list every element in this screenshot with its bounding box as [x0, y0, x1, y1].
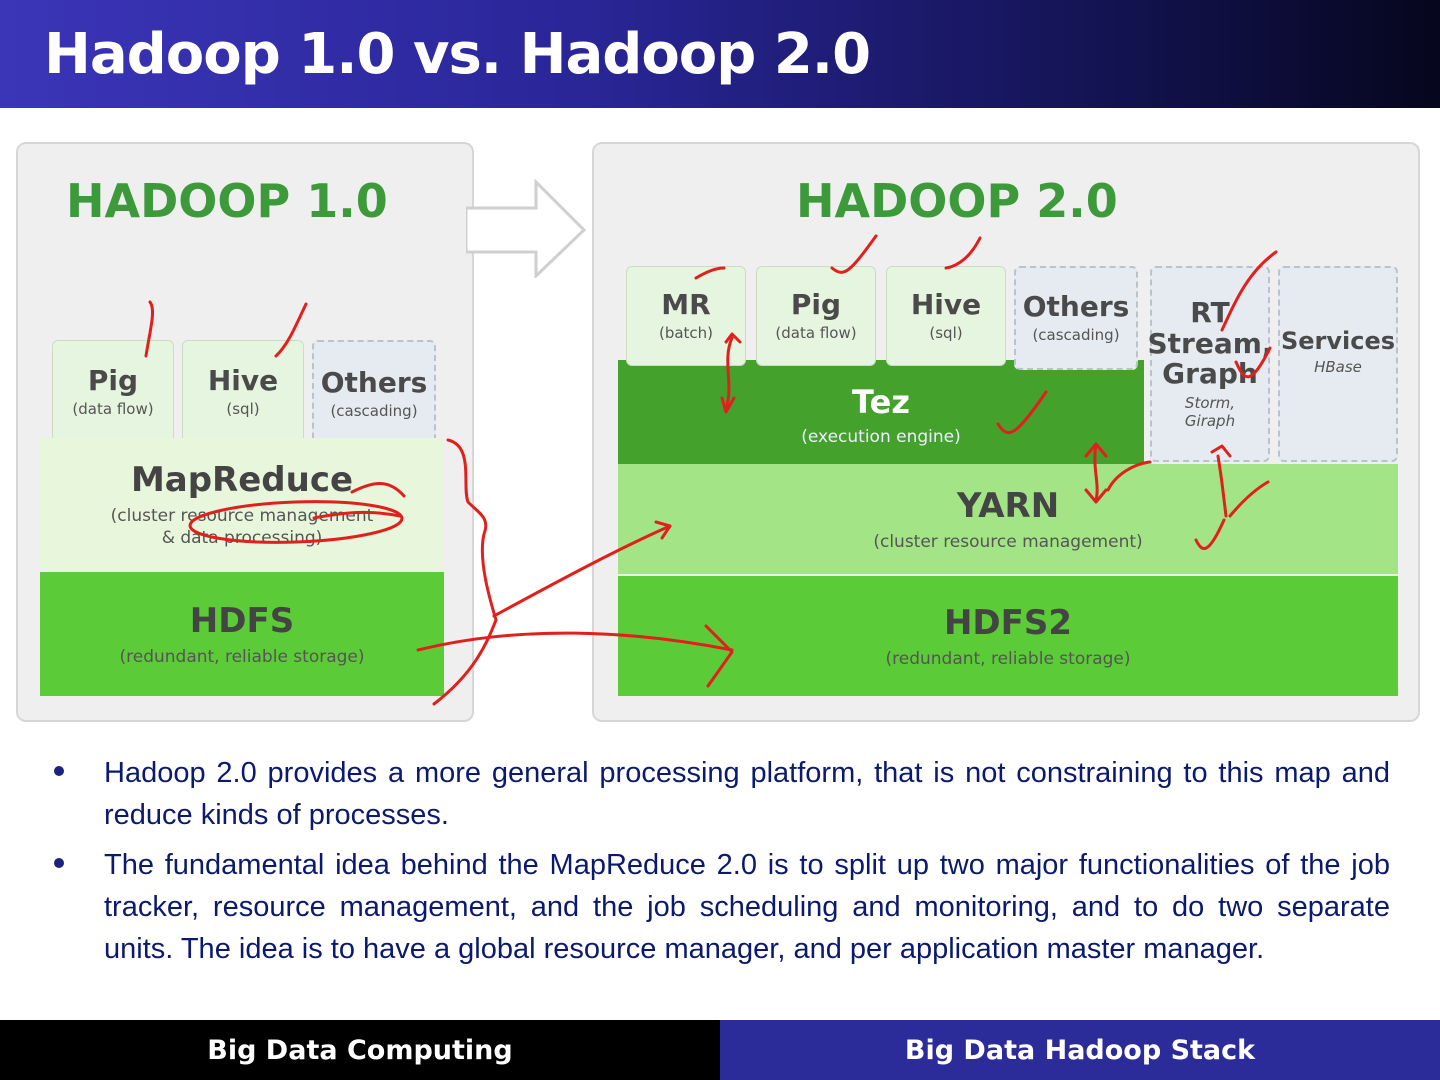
layer-sub: (execution engine): [801, 427, 961, 447]
bullet-dot: [54, 858, 64, 868]
app-sub: (cascading): [330, 402, 418, 421]
hadoop2-app-mr: MR (batch): [626, 266, 746, 366]
layer-name: MapReduce: [130, 460, 354, 500]
app-name: Others: [1022, 289, 1130, 323]
layer-name: YARN: [956, 486, 1060, 526]
bullet-item: The fundamental idea behind the MapReduc…: [54, 844, 1390, 970]
hadoop2-app-pig: Pig (data flow): [756, 266, 876, 366]
services-sub: HBase: [1314, 358, 1362, 377]
hadoop2-rt-stream-graph: RT Stream, Graph Storm, Giraph: [1147, 266, 1273, 462]
layer-name: Tez: [852, 383, 910, 421]
hadoop1-hdfs-layer: HDFS (redundant, reliable storage): [40, 572, 444, 696]
app-name: MR: [661, 287, 711, 321]
rt-line-3: Graph: [1162, 357, 1258, 391]
app-sub: (batch): [658, 324, 714, 343]
hadoop2-title: HADOOP 2.0: [796, 174, 1118, 228]
hadoop1-app-others: Others (cascading): [312, 340, 436, 448]
app-sub: (sql): [929, 324, 963, 343]
layer-sub: (cluster resource management): [873, 532, 1143, 552]
hadoop2-hdfs2-layer: HDFS2 (redundant, reliable storage): [618, 576, 1398, 696]
bullet-list: Hadoop 2.0 provides a more general proce…: [54, 752, 1390, 978]
app-name: Pig: [87, 363, 139, 397]
app-sub: (data flow): [72, 400, 154, 419]
hadoop2-services: Services HBase: [1278, 266, 1398, 462]
transition-arrow: [466, 178, 587, 278]
hadoop2-yarn-layer: YARN (cluster resource management): [618, 464, 1398, 574]
layer-sub: (redundant, reliable storage): [119, 647, 365, 667]
rt-sub-2: Giraph: [1184, 412, 1236, 431]
hadoop2-app-hive: Hive (sql): [886, 266, 1006, 366]
app-name: Hive: [207, 363, 279, 397]
rt-sub-1: Storm,: [1184, 394, 1236, 413]
layer-name: HDFS: [189, 601, 295, 641]
hadoop1-title: HADOOP 1.0: [66, 174, 388, 228]
rt-line-2: Stream,: [1147, 326, 1273, 360]
hadoop1-app-pig: Pig (data flow): [52, 340, 174, 444]
services-name: Services: [1280, 327, 1396, 355]
slide-title: Hadoop 1.0 vs. Hadoop 2.0: [44, 22, 871, 87]
hadoop1-app-hive: Hive (sql): [182, 340, 304, 444]
rt-line-1: RT: [1190, 295, 1230, 329]
hadoop2-app-others: Others (cascading): [1014, 266, 1138, 370]
app-sub: (cascading): [1032, 326, 1120, 345]
app-sub: (data flow): [775, 324, 857, 343]
app-sub: (sql): [226, 400, 260, 419]
layer-sub: (cluster resource management: [110, 506, 374, 526]
bullet-dot: [54, 766, 64, 776]
app-name: Hive: [910, 287, 982, 321]
bullet-text: The fundamental idea behind the MapReduc…: [104, 849, 1390, 965]
hadoop1-mapreduce-layer: MapReduce (cluster resource management &…: [40, 438, 444, 570]
layer-sub: & data processing): [161, 528, 323, 548]
layer-sub: (redundant, reliable storage): [885, 649, 1131, 669]
bullet-item: Hadoop 2.0 provides a more general proce…: [54, 752, 1390, 836]
footer-right: Big Data Hadoop Stack: [720, 1020, 1440, 1080]
footer-left: Big Data Computing: [0, 1020, 720, 1080]
layer-name: HDFS2: [943, 603, 1073, 643]
bullet-text: Hadoop 2.0 provides a more general proce…: [104, 757, 1390, 831]
app-name: Pig: [790, 287, 842, 321]
app-name: Others: [320, 365, 428, 399]
title-bar: Hadoop 1.0 vs. Hadoop 2.0: [0, 0, 1440, 108]
hadoop2-tez-layer: Tez (execution engine): [618, 360, 1144, 464]
